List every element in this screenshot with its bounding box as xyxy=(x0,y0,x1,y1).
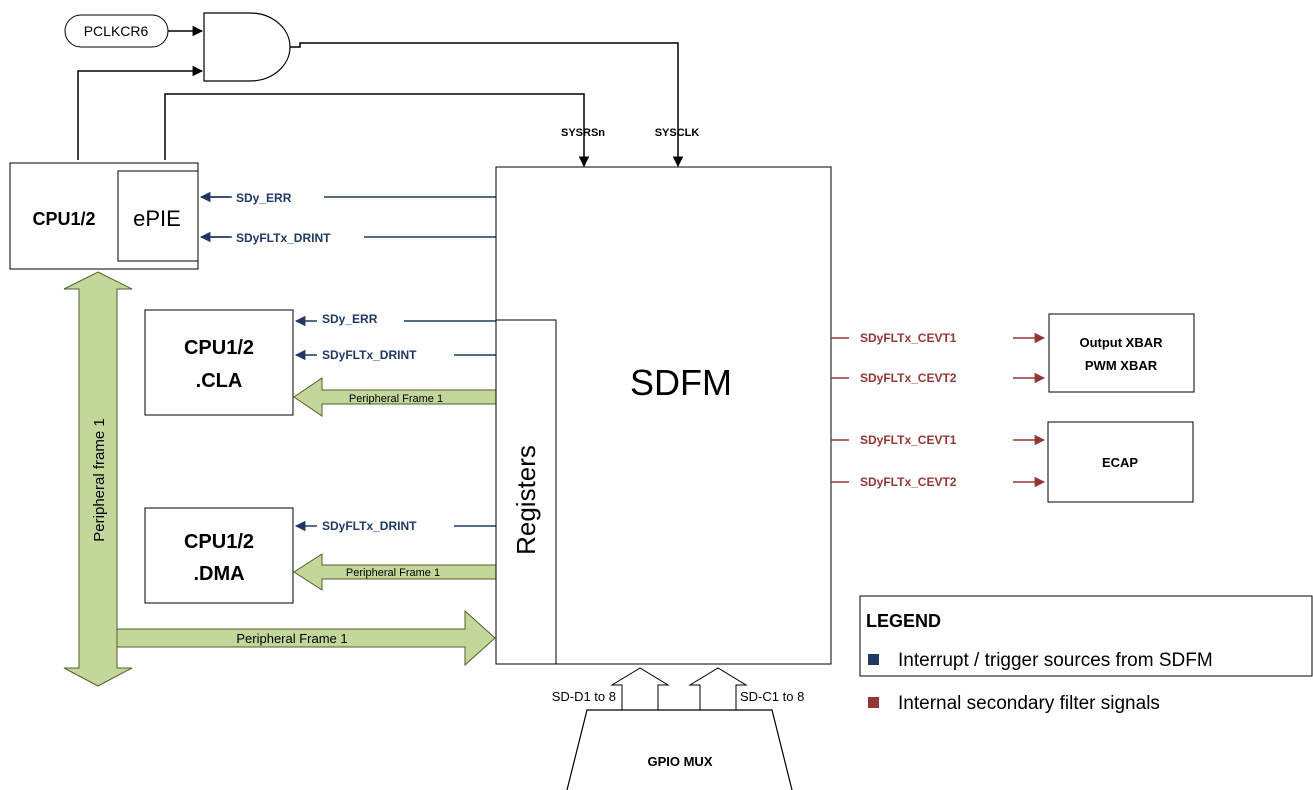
cla-frame-arrow xyxy=(293,377,497,417)
horizontal-bus-arrow xyxy=(116,609,496,667)
ecap-block xyxy=(1047,421,1194,503)
horizontal-bus-label: Peripheral Frame 1 xyxy=(236,631,347,646)
xbar-label-line1: Output XBAR xyxy=(1079,335,1163,350)
sd-data-arrow xyxy=(610,667,670,710)
cevt2-b-label: SDyFLTx_CEVT2 xyxy=(860,475,957,489)
cla-drint-label: SDyFLTx_DRINT xyxy=(322,348,417,362)
registers-block xyxy=(495,319,557,665)
cla-block xyxy=(144,309,294,416)
cla-label-line1: CPU1/2 xyxy=(184,337,254,359)
legend-swatch-filter xyxy=(868,697,879,708)
vertical-bus-arrow xyxy=(63,271,133,687)
epie-label: ePIE xyxy=(133,206,181,231)
ecap-label: ECAP xyxy=(1102,455,1138,470)
vertical-bus-label: Peripheral frame 1 xyxy=(91,418,108,541)
pclkcr6-label: PCLKCR6 xyxy=(84,23,149,39)
sysrsn-label: SYSRSn xyxy=(561,127,605,139)
cpu-label: CPU1/2 xyxy=(32,209,95,229)
cla-label-line2: .CLA xyxy=(196,370,243,392)
registers-label: Registers xyxy=(511,445,541,555)
cpu-to-sysrsn-wire xyxy=(164,93,590,168)
epie-block xyxy=(117,170,199,262)
legend-item-interrupt: Interrupt / trigger sources from SDFM xyxy=(898,650,1213,671)
sd-data-label: SD-D1 to 8 xyxy=(552,689,616,704)
cevt2-a-label: SDyFLTx_CEVT2 xyxy=(860,371,957,385)
legend-title: LEGEND xyxy=(866,611,941,631)
cpu-to-gate-wire xyxy=(77,65,204,160)
dma-block xyxy=(144,507,294,604)
sysclk-label: SYSCLK xyxy=(655,127,700,139)
sd-clock-arrow xyxy=(688,667,748,710)
gate-to-sysclk-wire xyxy=(290,42,684,168)
sdfm-title: SDFM xyxy=(630,362,732,403)
gpio-mux-block xyxy=(566,709,793,790)
xbar-block xyxy=(1048,313,1195,393)
gpio-mux-label: GPIO MUX xyxy=(647,754,712,769)
legend-swatch-interrupt xyxy=(868,654,879,665)
cpu-drint-label: SDyFLTx_DRINT xyxy=(236,231,331,245)
legend-box xyxy=(859,595,1313,677)
sd-clock-label: SD-C1 to 8 xyxy=(740,689,804,704)
xbar-label-line2: PWM XBAR xyxy=(1085,358,1158,373)
cla-sdy-err-label: SDy_ERR xyxy=(322,312,378,326)
cevt1-a-label: SDyFLTx_CEVT1 xyxy=(860,331,957,345)
cevt1-b-label: SDyFLTx_CEVT1 xyxy=(860,433,957,447)
cla-frame-label: Peripheral Frame 1 xyxy=(349,393,443,405)
legend-item-filter: Internal secondary filter signals xyxy=(898,693,1160,714)
and-gate xyxy=(203,12,291,82)
dma-label-line2: .DMA xyxy=(193,563,244,585)
cpu-sdy-err-label: SDy_ERR xyxy=(236,191,292,205)
dma-frame-arrow xyxy=(293,553,497,591)
dma-drint-label: SDyFLTx_DRINT xyxy=(322,519,417,533)
dma-frame-label: Peripheral Frame 1 xyxy=(346,567,440,579)
dma-label-line1: CPU1/2 xyxy=(184,531,254,553)
